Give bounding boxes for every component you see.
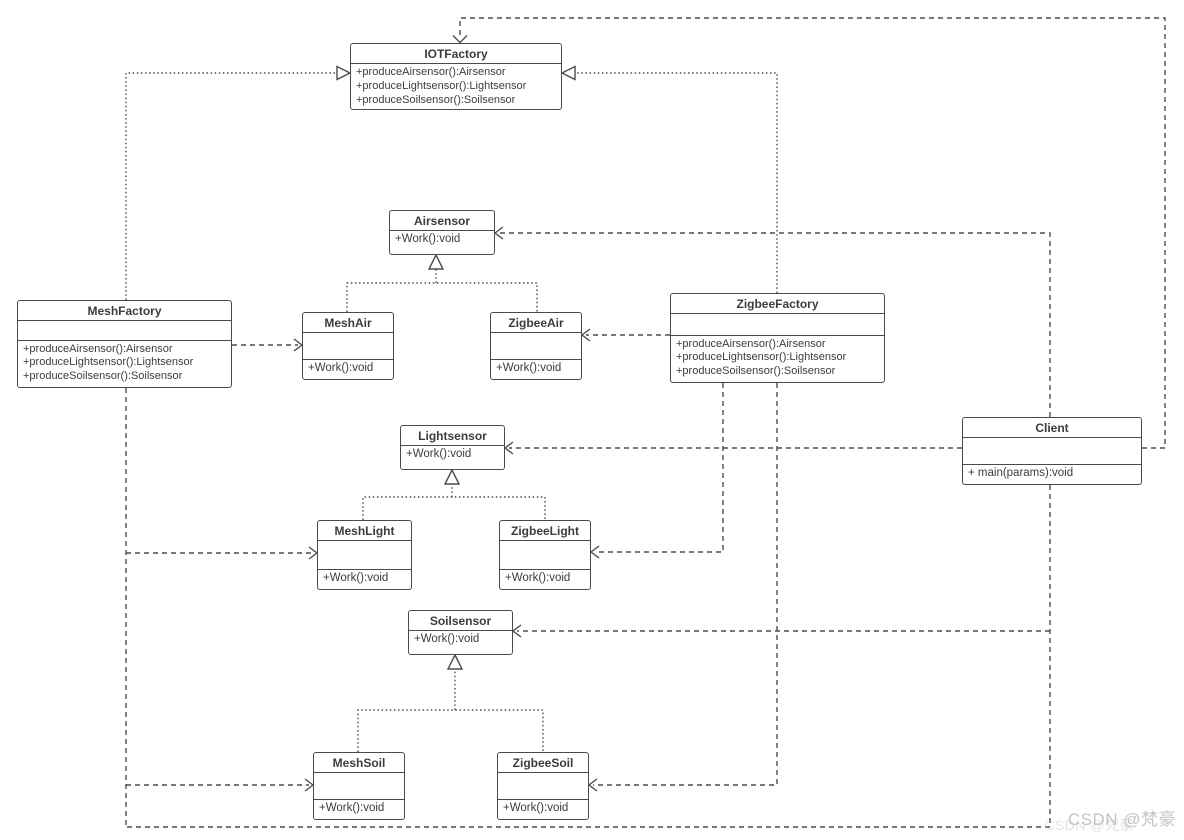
arrowhead-zigbeeair xyxy=(580,328,591,342)
class-attributes-empty xyxy=(500,541,590,571)
class-box-zigbeesoil: ZigbeeSoil +Work():void xyxy=(497,752,589,820)
arrowhead-iotfactory-top xyxy=(452,35,468,44)
class-method: +Work():void xyxy=(395,233,461,245)
class-method: +Work():void xyxy=(323,572,389,585)
class-attributes-empty xyxy=(498,773,588,801)
class-method: +Work():void xyxy=(308,362,374,375)
class-box-meshair: MeshAir +Work():void xyxy=(302,312,394,380)
class-methods: +produceAirsensor():Airsensor +produceLi… xyxy=(671,336,884,382)
class-methods: +produceAirsensor():Airsensor +produceLi… xyxy=(351,64,561,110)
arrowhead-zigbeelight xyxy=(589,545,600,559)
class-methods: +Work():void xyxy=(303,360,393,379)
generalization-air xyxy=(346,269,538,312)
class-method: +produceAirsensor():Airsensor xyxy=(23,342,173,355)
generalization-arrowhead-airsensor xyxy=(427,253,445,270)
class-box-client: Client + main(params):void xyxy=(962,417,1142,485)
class-method: +Work():void xyxy=(496,362,562,375)
class-box-meshfactory: MeshFactory +produceAirsensor():Airsenso… xyxy=(17,300,232,388)
class-method: +produceSoilsensor():Soilsensor xyxy=(23,370,183,383)
class-box-meshlight: MeshLight +Work():void xyxy=(317,520,412,590)
class-title: ZigbeeFactory xyxy=(671,294,884,314)
class-method: +Work():void xyxy=(503,802,569,815)
arrowhead-soilsensor xyxy=(511,624,522,638)
class-methods: +Work():void xyxy=(491,360,581,379)
class-attributes-empty xyxy=(671,314,884,336)
class-title: Lightsensor xyxy=(401,426,504,446)
class-method: +produceSoilsensor():Soilsensor xyxy=(356,93,516,106)
dependency-client-iotfactory xyxy=(459,17,1166,449)
class-box-soilsensor: Soilsensor +Work():void xyxy=(408,610,513,655)
class-methods: +Work():void xyxy=(401,446,504,469)
class-methods: +Work():void xyxy=(409,631,512,654)
class-attributes-empty xyxy=(963,438,1141,466)
class-method: +produceAirsensor():Airsensor xyxy=(676,337,826,350)
class-method: +produceLightsensor():Lightsensor xyxy=(676,351,847,364)
realization-arrowhead-iotfactory-left xyxy=(336,65,352,81)
class-methods: +Work():void xyxy=(314,800,404,819)
class-title: Airsensor xyxy=(390,211,494,231)
class-title: ZigbeeSoil xyxy=(498,753,588,773)
generalization-arrowhead-lightsensor xyxy=(443,468,461,485)
class-method: +produceLightsensor():Lightsensor xyxy=(356,79,527,92)
arrowhead-meshair xyxy=(293,338,304,352)
class-title: Client xyxy=(963,418,1141,438)
class-methods: +produceAirsensor():Airsensor +produceLi… xyxy=(18,341,231,387)
class-title: MeshLight xyxy=(318,521,411,541)
generalization-light xyxy=(362,484,546,520)
realization-arrowhead-iotfactory-right xyxy=(560,65,576,81)
class-methods: + main(params):void xyxy=(963,465,1141,484)
class-title: ZigbeeAir xyxy=(491,313,581,333)
class-attributes-empty xyxy=(318,541,411,571)
class-method: +produceSoilsensor():Soilsensor xyxy=(676,365,836,378)
arrowhead-meshlight xyxy=(308,546,319,560)
class-box-meshsoil: MeshSoil +Work():void xyxy=(313,752,405,820)
class-title: MeshFactory xyxy=(18,301,231,321)
class-method: +Work():void xyxy=(414,633,480,645)
class-attributes-empty xyxy=(314,773,404,801)
class-title: IOTFactory xyxy=(351,44,561,64)
class-attributes-empty xyxy=(491,333,581,361)
class-methods: +Work():void xyxy=(318,570,411,589)
realization-zigbeefactory-to-iotfactory xyxy=(576,72,778,293)
arrowhead-zigbeesoil xyxy=(587,778,598,792)
class-title: MeshSoil xyxy=(314,753,404,773)
class-method: +Work():void xyxy=(406,448,472,460)
arrowhead-meshsoil xyxy=(304,778,315,792)
class-box-lightsensor: Lightsensor +Work():void xyxy=(400,425,505,470)
class-methods: +Work():void xyxy=(500,570,590,589)
class-box-iotfactory: IOTFactory +produceAirsensor():Airsensor… xyxy=(350,43,562,110)
class-box-airsensor: Airsensor +Work():void xyxy=(389,210,495,255)
class-method: +Work():void xyxy=(505,572,571,585)
class-title: ZigbeeLight xyxy=(500,521,590,541)
generalization-soil xyxy=(357,669,544,752)
class-box-zigbeefactory: ZigbeeFactory +produceAirsensor():Airsen… xyxy=(670,293,885,383)
class-attributes-empty xyxy=(18,321,231,341)
realization-meshfactory-to-iotfactory xyxy=(125,72,336,300)
dependency-zigbeefactory-zigbeelight xyxy=(595,383,724,553)
class-box-zigbeelight: ZigbeeLight +Work():void xyxy=(499,520,591,590)
arrowhead-airsensor xyxy=(493,226,504,240)
class-box-zigbeeair: ZigbeeAir +Work():void xyxy=(490,312,582,380)
class-method: + main(params):void xyxy=(968,467,1074,480)
class-methods: +Work():void xyxy=(498,800,588,819)
class-method: +produceAirsensor():Airsensor xyxy=(356,66,506,78)
class-methods: +Work():void xyxy=(390,231,494,254)
generalization-arrowhead-soilsensor xyxy=(446,653,464,670)
watermark-shadow: CSDN @梵豪 xyxy=(1044,817,1134,833)
class-method: +Work():void xyxy=(319,802,385,815)
class-title: Soilsensor xyxy=(409,611,512,631)
class-method: +produceLightsensor():Lightsensor xyxy=(23,356,194,369)
class-title: MeshAir xyxy=(303,313,393,333)
dependency-zigbeefactory-zigbeesoil xyxy=(593,383,778,786)
watermark: CSDN @梵豪 xyxy=(1067,810,1176,829)
dependency-meshfactory-left-rail xyxy=(125,388,313,827)
class-attributes-empty xyxy=(303,333,393,361)
arrowhead-lightsensor xyxy=(503,441,514,455)
